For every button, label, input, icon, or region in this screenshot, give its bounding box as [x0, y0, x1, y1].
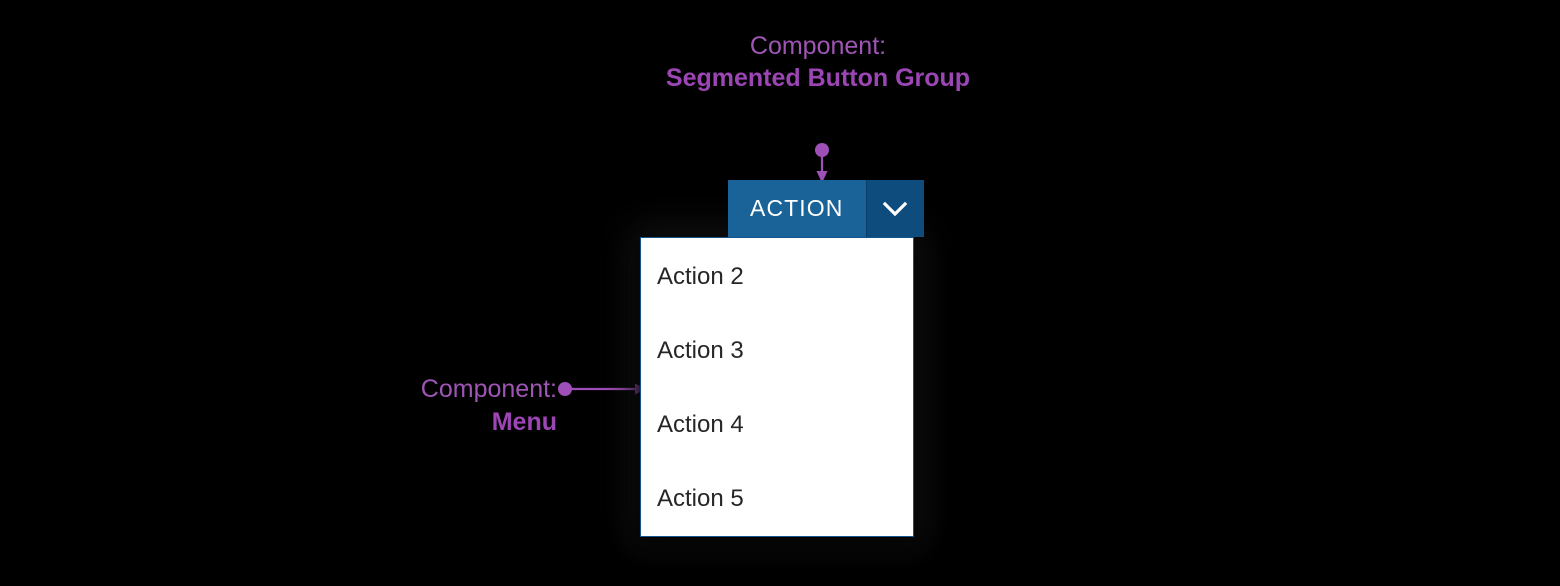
- action-menu-popup[interactable]: Action 2 Action 3 Action 4 Action 5: [640, 237, 914, 537]
- annotation-connector-vertical: [815, 143, 829, 183]
- segment-divider: [865, 180, 867, 237]
- action-menu-toggle-button[interactable]: [866, 180, 924, 237]
- action-button[interactable]: ACTION: [728, 180, 866, 237]
- annotation-value: Segmented Button Group: [665, 64, 971, 92]
- segmented-button-group[interactable]: ACTION: [728, 180, 924, 237]
- menu-item[interactable]: Action 4: [657, 411, 744, 438]
- annotation-menu: Component: Menu: [335, 373, 557, 439]
- menu-item[interactable]: Action 2: [657, 263, 744, 290]
- annotation-value: Menu: [491, 408, 557, 436]
- annotation-segmented-button-group: Component: Segmented Button Group: [638, 30, 998, 94]
- annotation-label: Component:: [420, 375, 557, 403]
- annotation-connector-horizontal: [558, 382, 647, 396]
- menu-list: Action 2 Action 3 Action 4 Action 5: [641, 240, 913, 536]
- arrow-down-icon: [816, 171, 828, 183]
- annotation-dot-icon: [815, 143, 829, 157]
- annotation-label: Component:: [749, 32, 887, 60]
- menu-item[interactable]: Action 5: [657, 485, 744, 512]
- chevron-down-icon: [882, 201, 908, 216]
- annotation-dot-icon: [558, 382, 572, 396]
- menu-item[interactable]: Action 3: [657, 337, 744, 364]
